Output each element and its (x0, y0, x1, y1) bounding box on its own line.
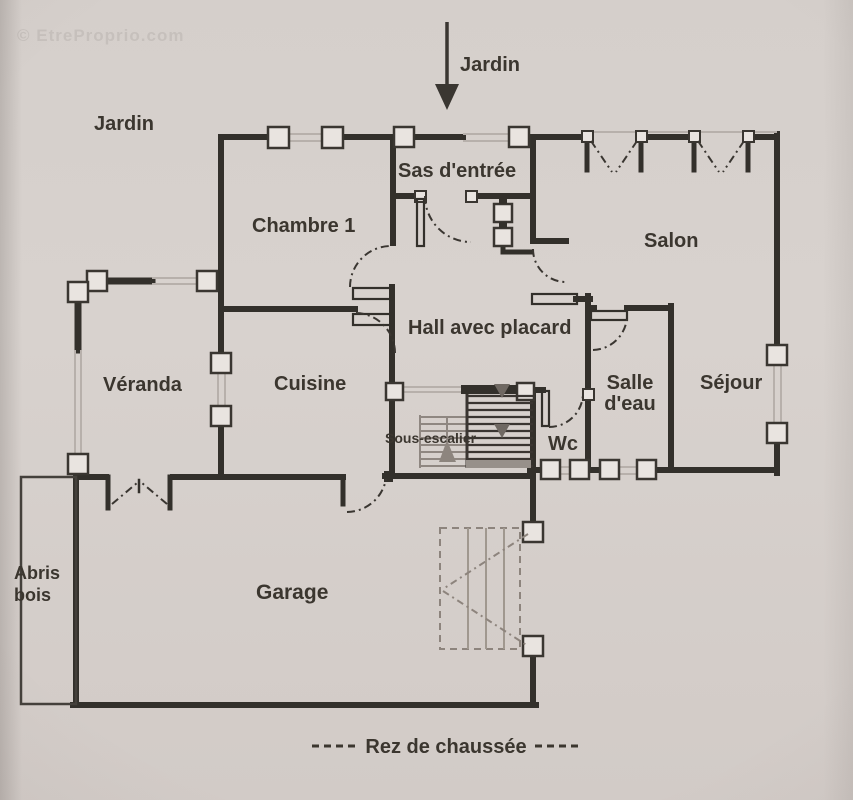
room-label-sous-escalier: Sous-escalier (385, 430, 477, 446)
stair-down-arrow-icon (494, 384, 510, 398)
room-label-sejour: Séjour (700, 372, 762, 394)
door-swings (111, 140, 745, 513)
stair-landing-edge (461, 385, 517, 394)
room-label-salon: Salon (644, 230, 698, 252)
watermark-text: © EtreProprio.com (17, 26, 184, 45)
placard-bars (351, 197, 629, 428)
room-label-chambre1: Chambre 1 (252, 215, 355, 237)
room-label-cuisine: Cuisine (274, 373, 346, 395)
room-label-veranda: Véranda (103, 374, 183, 396)
room-label-garage: Garage (256, 581, 328, 604)
room-label-abris-2: bois (14, 585, 51, 605)
floor-caption: Rez de chaussée (365, 736, 526, 758)
room-label-jardin-arrow: Jardin (460, 54, 520, 76)
windows (74, 131, 782, 475)
room-label-sas-entree: Sas d'entrée (398, 160, 516, 182)
sas-column-links (384, 196, 507, 482)
stair-up-arrow-icon (439, 440, 456, 462)
room-label-jardin-left: Jardin (94, 113, 154, 135)
room-label-abris-1: Abris (14, 563, 60, 583)
jardin-direction-arrow-icon (435, 22, 459, 110)
wall-posts (66, 125, 789, 658)
room-label-salle-eau-1: Salle (607, 372, 654, 394)
projected-staircase (439, 527, 529, 650)
room-label-wc: Wc (548, 433, 578, 455)
room-label-hall: Hall avec placard (408, 317, 571, 339)
room-label-salle-eau-2: d'eau (604, 393, 655, 415)
abris-bois-outline (19, 475, 78, 706)
stair-bottom-rail (466, 460, 531, 468)
staircase (419, 384, 533, 468)
stair-down-arrow-icon (494, 424, 510, 438)
